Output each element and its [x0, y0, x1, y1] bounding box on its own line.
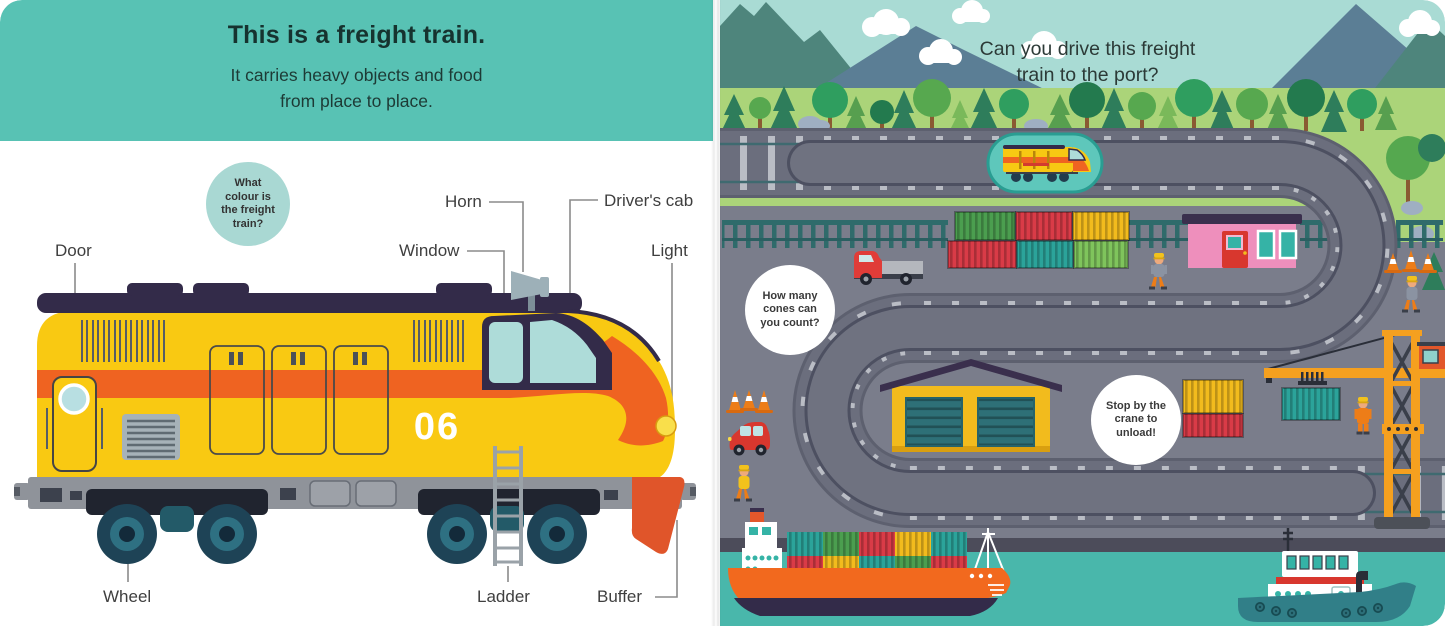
- worker-left: [734, 465, 752, 502]
- port-office-building: [1182, 214, 1302, 268]
- traffic-cones-right: [1384, 250, 1437, 273]
- right-page-question: Can you drive this freight train to the …: [945, 36, 1230, 88]
- red-car: [728, 422, 770, 456]
- warehouse-door: [977, 397, 1035, 447]
- question-bubble: What colour is the freight train?: [206, 162, 290, 246]
- traffic-cones-left: [726, 390, 773, 413]
- train-grille: [122, 414, 180, 460]
- train-horn: [511, 271, 549, 311]
- train-light: [655, 415, 677, 437]
- label-wheel: Wheel: [103, 587, 152, 606]
- crane-bubble-text: Stop by the crane to unload!: [1106, 399, 1166, 439]
- train-buffer: [631, 477, 685, 554]
- label-ladder: Ladder: [477, 587, 530, 606]
- worker-crane: [1354, 397, 1372, 435]
- train-stripe: [37, 336, 669, 446]
- crane-bubble: Stop by the crane to unload!: [1091, 375, 1181, 465]
- label-window: Window: [399, 241, 460, 260]
- question-line-1: Can you drive this freight: [979, 38, 1196, 60]
- question-line-2: train to the port?: [1016, 64, 1159, 86]
- port-crane: [1264, 330, 1445, 529]
- subtitle-line-1: It carries heavy objects and food: [230, 65, 483, 85]
- page-subtitle: It carries heavy objects and food from p…: [0, 63, 713, 114]
- train-door: [52, 376, 97, 472]
- warehouse-door: [905, 397, 963, 447]
- worker-right: [1402, 276, 1420, 313]
- trees-row: [721, 79, 1397, 133]
- worker-walking: [1149, 253, 1167, 290]
- right-page: [720, 0, 1445, 626]
- label-door: Door: [55, 241, 92, 260]
- tugboat: [1238, 528, 1416, 622]
- page-title: This is a freight train.: [227, 21, 486, 49]
- freight-train-token[interactable]: [1003, 145, 1091, 182]
- container-stack-middle: [947, 211, 1130, 269]
- cones-bubble-text: How many cones can you count?: [760, 289, 820, 329]
- freight-train-illustration: [14, 271, 696, 566]
- train-number: 06: [413, 406, 461, 448]
- container-stack-crane: [1182, 379, 1244, 438]
- railway-track: [720, 128, 1445, 528]
- train-diagram: [14, 199, 696, 598]
- train-side-panels: [209, 345, 389, 455]
- label-buffer: Buffer: [597, 587, 643, 606]
- left-page: This is a freight train. It carries heav…: [0, 0, 720, 626]
- label-light: Light: [651, 241, 688, 260]
- port-scene: [720, 0, 1445, 626]
- page-header: This is a freight train. It carries heav…: [0, 0, 713, 141]
- train-windshield: [530, 320, 596, 383]
- book-gutter: [711, 0, 721, 626]
- hanging-container: [1281, 372, 1341, 421]
- train-roof: [37, 293, 582, 313]
- label-drivers-cab: Driver's cab: [604, 191, 694, 210]
- truck: [854, 251, 923, 285]
- train-window: [489, 322, 523, 383]
- subtitle-line-2: from place to place.: [280, 90, 433, 111]
- train-ladder: [493, 446, 523, 566]
- warehouse: [880, 359, 1062, 452]
- train-vent-right: [413, 320, 464, 362]
- port-fence: [722, 220, 1443, 248]
- crane-cab: [1417, 342, 1445, 369]
- label-horn: Horn: [445, 192, 482, 211]
- train-vent-left: [81, 320, 165, 362]
- cones-bubble: How many cones can you count?: [745, 265, 835, 355]
- clouds: [862, 0, 1440, 65]
- question-bubble-text: What colour is the freight train?: [221, 177, 275, 230]
- train-wheels: [97, 504, 587, 564]
- container-ship: [728, 508, 1011, 616]
- door-porthole: [58, 383, 90, 415]
